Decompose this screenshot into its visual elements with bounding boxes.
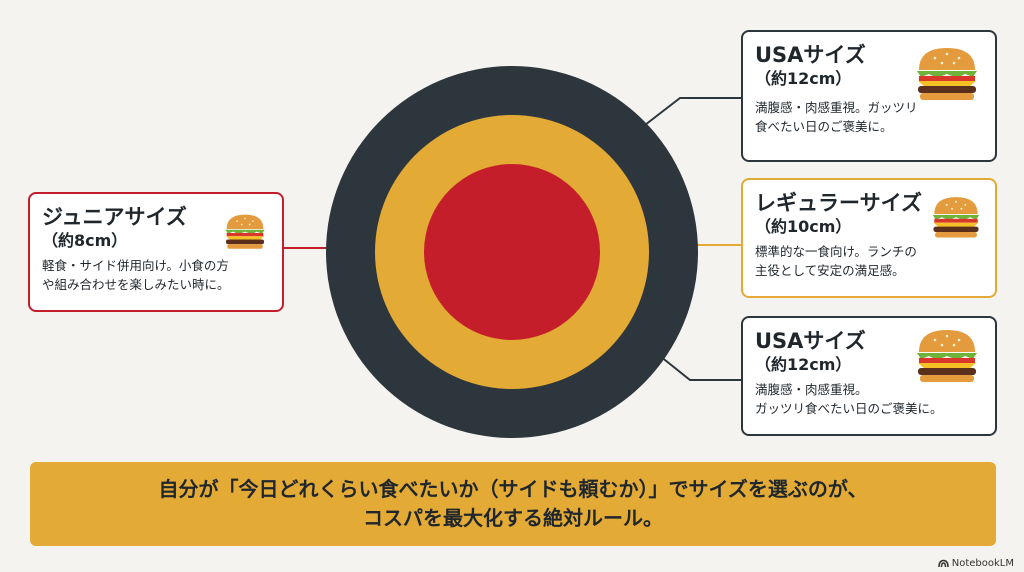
card-size: （約12cm） <box>755 355 852 374</box>
inner-circle-junior <box>424 164 600 340</box>
card-title: ジュニアサイズ <box>42 205 187 229</box>
card-description: 軽食・サイド併用向け。小食の方 や組み合わせを楽しみたい時に。 <box>42 258 230 292</box>
conclusion-banner: 自分が「今日どれくらい食べたいか（サイドも頼むか）」でサイズを選ぶのが、 コスパ… <box>30 462 996 546</box>
usa-size-card-bottom: USAサイズ （約12cm） 満腹感・肉感重視。 ガッツリ食べたい日のご褒美に。 <box>741 316 997 436</box>
card-title: レギュラーサイズ <box>755 191 922 215</box>
notebooklm-watermark: NotebookLM <box>938 558 1014 569</box>
card-description: 満腹感・肉感重視。 ガッツリ食べたい日のご褒美に。 <box>755 382 943 416</box>
burger-icon <box>225 214 265 249</box>
card-size: （約8cm） <box>42 231 128 250</box>
notebooklm-logo-icon <box>938 559 949 568</box>
banner-line-1: 自分が「今日どれくらい食べたいか（サイドも頼むか）」でサイズを選ぶのが、 <box>158 477 868 501</box>
burger-icon <box>917 330 977 382</box>
usa-size-card-top: USAサイズ （約12cm） 満腹感・肉感重視。ガッツリ 食べたい日のご褒美に。 <box>741 30 997 162</box>
junior-size-card: ジュニアサイズ （約8cm） 軽食・サイド併用向け。小食の方 や組み合わせを楽し… <box>28 192 284 312</box>
connector-usa-top <box>644 97 743 126</box>
card-size: （約10cm） <box>755 217 852 236</box>
card-description: 標準的な一食向け。ランチの 主役として安定の満足感。 <box>755 244 917 278</box>
card-description: 満腹感・肉感重視。ガッツリ 食べたい日のご褒美に。 <box>755 100 918 134</box>
banner-line-2: コスパを最大化する絶対ルール。 <box>363 506 663 530</box>
burger-icon <box>932 197 980 238</box>
card-size: （約12cm） <box>755 69 852 88</box>
burger-icon <box>917 48 977 100</box>
watermark-label: NotebookLM <box>951 558 1014 569</box>
card-title: USAサイズ <box>755 329 866 353</box>
regular-size-card: レギュラーサイズ （約10cm） 標準的な一食向け。ランチの 主役として安定の満… <box>741 178 997 298</box>
card-title: USAサイズ <box>755 43 866 67</box>
